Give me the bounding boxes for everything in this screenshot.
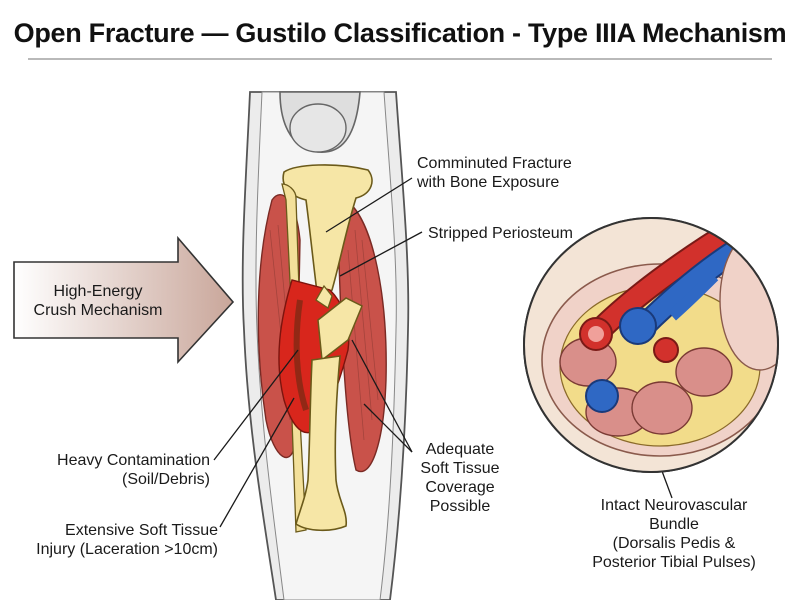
label-text: Adequate: [425, 441, 495, 458]
label-text: Posterior Tibial Pulses): [592, 554, 756, 571]
label-text: (Soil/Debris): [121, 471, 210, 488]
label-text: (Dorsalis Pedis &: [612, 535, 736, 552]
label-text: Possible: [429, 498, 491, 515]
label-text: Intact Neurovascular: [600, 497, 748, 514]
page-title: Open Fracture — Gustilo Classification -…: [13, 18, 787, 48]
label-text: Injury (Laceration >10cm): [36, 541, 218, 558]
label-text: Bundle: [649, 516, 699, 533]
label-text: with Bone Exposure: [417, 174, 560, 191]
label-text: High-Energy: [53, 283, 143, 300]
label-soft-tissue-coverage: Adequate Soft Tissue Coverage Possible: [400, 440, 520, 516]
label-extensive-soft-tissue: Extensive Soft Tissue Injury (Laceration…: [8, 521, 218, 559]
tibia-lower-icon: [295, 355, 348, 532]
bone-fragment-icon: [315, 284, 333, 310]
label-heavy-contamination: Heavy Contamination (Soil/Debris): [14, 451, 210, 489]
label-intact-neurovascular: Intact Neurovascular Bundle (Dorsalis Pe…: [572, 496, 776, 572]
label-crush-mechanism: High-Energy Crush Mechanism: [28, 282, 168, 320]
label-text: Comminuted Fracture: [417, 155, 572, 172]
label-text: Soft Tissue: [420, 460, 500, 477]
label-text: Stripped Periosteum: [428, 225, 573, 242]
title-divider: [28, 58, 772, 60]
label-stripped-periosteum: Stripped Periosteum: [428, 224, 573, 243]
tibia-upper-icon: [282, 164, 373, 302]
label-comminuted-fracture: Comminuted Fracture with Bone Exposure: [417, 154, 572, 192]
label-text: Crush Mechanism: [33, 302, 163, 319]
crush-arrow-icon: [13, 235, 235, 365]
label-text: Coverage: [425, 479, 495, 496]
neurovascular-inset: [523, 217, 779, 473]
label-text: Extensive Soft Tissue: [65, 522, 218, 539]
label-text: Heavy Contamination: [57, 452, 210, 469]
